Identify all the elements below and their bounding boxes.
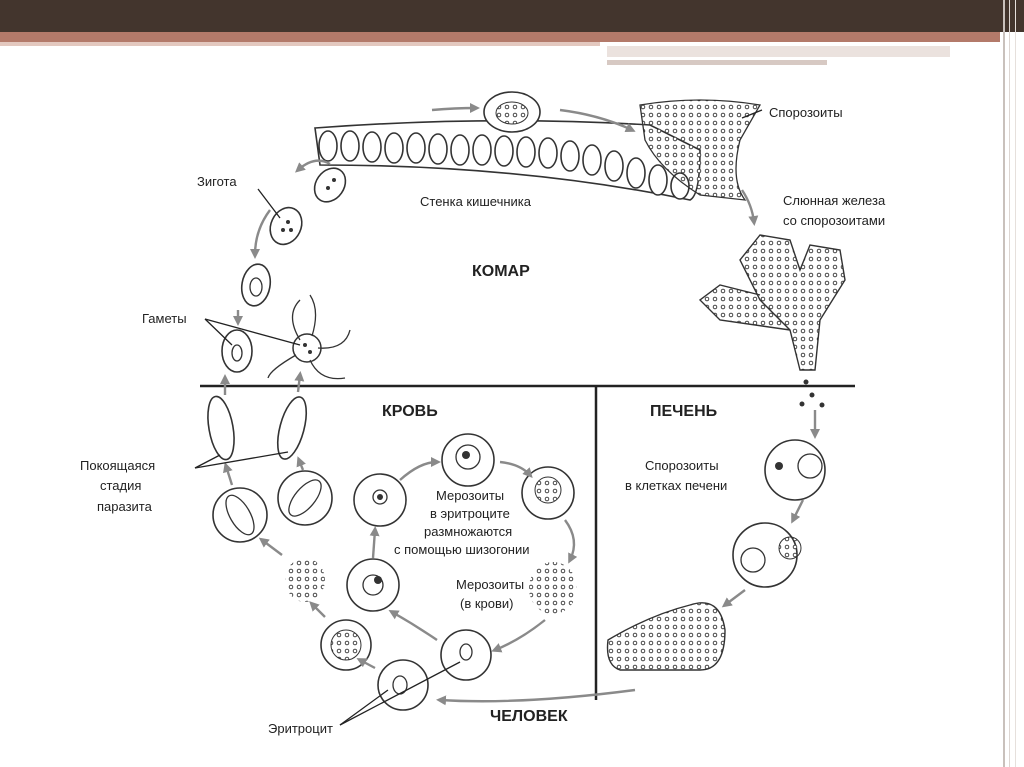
slide-edge-line bbox=[1003, 0, 1005, 767]
cycle-arrows bbox=[220, 103, 820, 706]
label-sporozoites: Спорозоиты bbox=[769, 105, 843, 120]
label-merozoites-blood-line1: Мерозоиты bbox=[456, 577, 524, 592]
slide-edge-line bbox=[1015, 0, 1016, 767]
erythrocyte-cell bbox=[440, 629, 492, 681]
label-resting-stage-line1: Покоящаяся bbox=[80, 458, 155, 473]
label-intestine-wall: Стенка кишечника bbox=[420, 194, 532, 209]
label-mosquito: КОМАР bbox=[472, 263, 530, 280]
oocyst bbox=[483, 91, 541, 133]
label-human: ЧЕЛОВЕК bbox=[490, 708, 568, 725]
label-merozoites-rbc-line1: Мерозоиты bbox=[436, 488, 504, 503]
label-merozoites-rbc-line3: размножаются bbox=[424, 524, 512, 539]
erythrocyte-trophozoite bbox=[441, 433, 495, 487]
label-merozoites-rbc-line2: в эритроците bbox=[430, 506, 510, 521]
schizont-erythrocyte bbox=[320, 619, 372, 671]
infected-erythrocyte bbox=[212, 487, 268, 543]
label-erythrocyte: Эритроцит bbox=[268, 721, 333, 736]
label-liver-sporozoites-line1: Спорозоиты bbox=[645, 458, 719, 473]
merozoite-cluster-blood bbox=[529, 562, 577, 614]
slide-header-bar bbox=[0, 0, 1024, 32]
label-liver: ПЕЧЕНЬ bbox=[650, 403, 717, 420]
label-zygote: Зигота bbox=[197, 174, 237, 189]
infected-erythrocyte bbox=[277, 470, 333, 526]
salivary-gland bbox=[698, 234, 846, 408]
label-salivary-gland-line2: со спорозоитами bbox=[783, 213, 885, 228]
slide-accent-block bbox=[607, 46, 950, 57]
sporozoite-mass bbox=[639, 99, 762, 201]
slide-edge-line bbox=[1009, 0, 1010, 767]
label-resting-stage-line2: стадия bbox=[100, 478, 141, 493]
slide-accent-stripe-light bbox=[0, 42, 600, 46]
leader-lines bbox=[194, 109, 763, 726]
label-liver-sporozoites-line2: в клетках печени bbox=[625, 478, 727, 493]
merozoite-cluster bbox=[285, 558, 325, 602]
liver-cell-schizont bbox=[732, 522, 802, 588]
zygote-cells bbox=[240, 167, 347, 307]
erythrocyte-cell bbox=[377, 659, 429, 711]
slide-accent-stripe bbox=[0, 32, 1000, 42]
gametes bbox=[221, 294, 351, 380]
erythrocyte-schizont bbox=[521, 466, 575, 520]
label-merozoites-rbc-line4: с помощью шизогонии bbox=[394, 542, 530, 557]
label-gametes: Гаметы bbox=[142, 311, 187, 326]
intestine-wall bbox=[314, 119, 701, 201]
liver-tissue bbox=[606, 602, 726, 671]
erythrocyte-trophozoite bbox=[353, 473, 407, 527]
label-salivary-gland-line1: Слюнная железа bbox=[783, 193, 886, 208]
label-merozoites-blood-line2: (в крови) bbox=[460, 596, 514, 611]
label-blood: КРОВЬ bbox=[382, 403, 438, 420]
erythrocyte-ring bbox=[346, 558, 400, 612]
label-resting-stage-line3: паразита bbox=[97, 499, 153, 514]
slide-accent-block-small bbox=[607, 60, 827, 65]
liver-cell-sporozoite bbox=[764, 439, 826, 501]
resting-stage-parasite bbox=[207, 395, 308, 461]
